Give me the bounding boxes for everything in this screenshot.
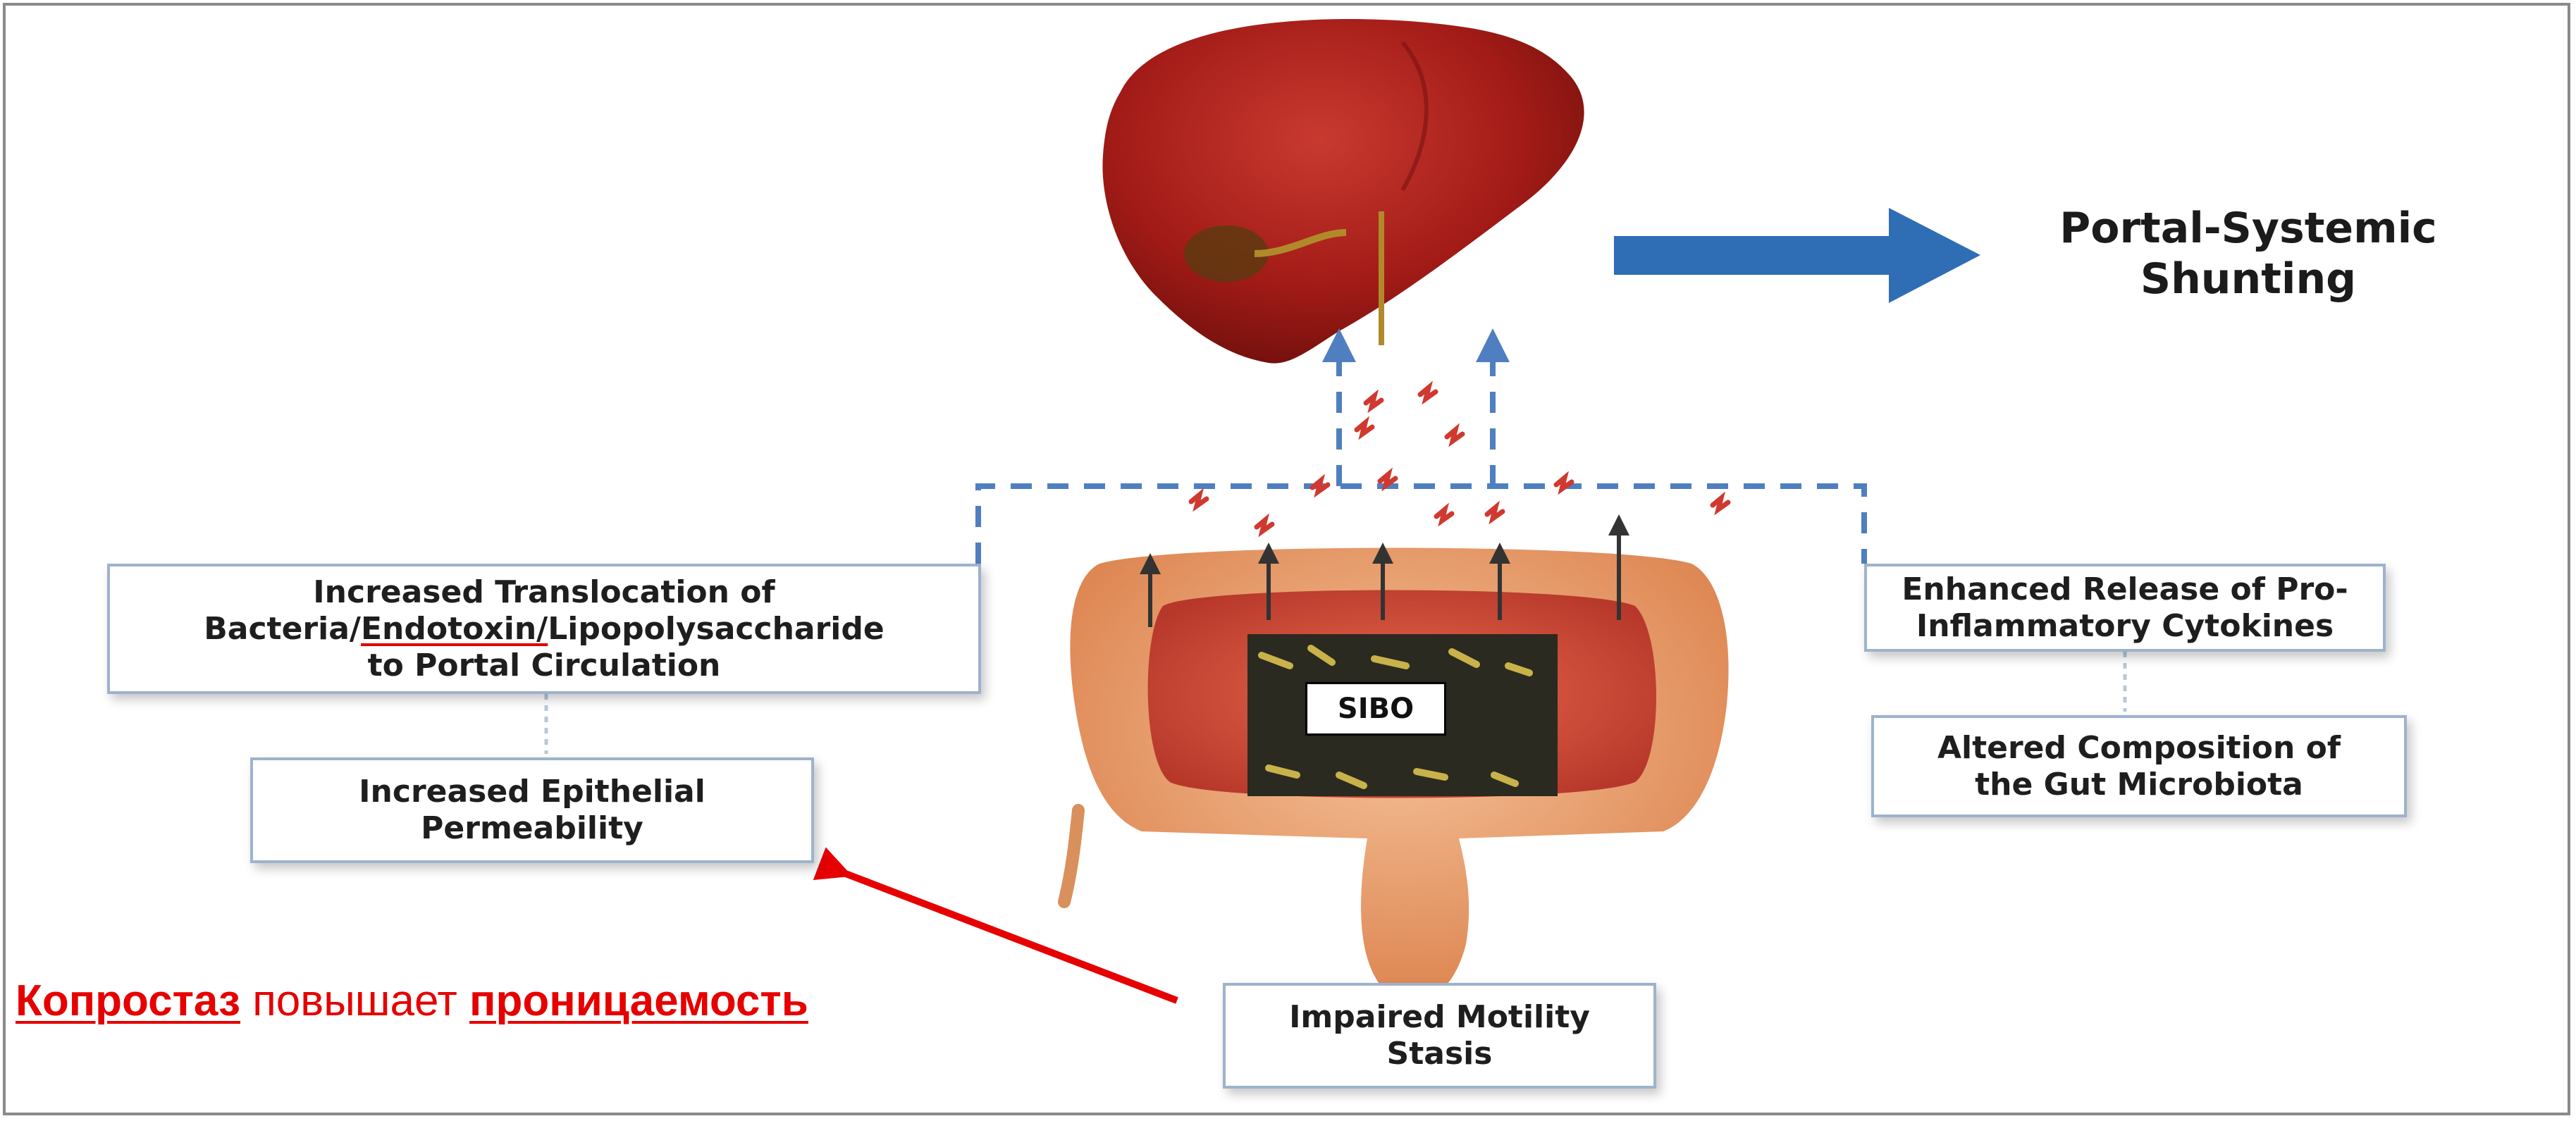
- motility-text: Impaired Motility Stasis: [1289, 999, 1590, 1072]
- motility-box: Impaired Motility Stasis: [1223, 983, 1656, 1089]
- annotation-text: Копростаз повышает проницаемость: [16, 976, 808, 1026]
- translocation-line-3: to Portal Circulation: [204, 648, 884, 684]
- sibo-label: SIBO: [1305, 682, 1446, 736]
- translocation-box: Increased Translocation of Bacteria/Endo…: [107, 564, 981, 694]
- annotation-word-coprostasis: Копростаз: [16, 977, 240, 1025]
- microbiota-text: Altered Composition of the Gut Microbiot…: [1937, 730, 2341, 803]
- dashed-connectors: [978, 345, 1864, 564]
- portal-systemic-shunting-label: Portal-Systemic Shunting: [1988, 203, 2509, 304]
- translocation-endotoxin: Endotoxin/: [361, 611, 548, 647]
- microbiota-box: Altered Composition of the Gut Microbiot…: [1871, 715, 2407, 817]
- translocation-line-1: Increased Translocation of: [204, 574, 884, 611]
- annotation-arrow: [846, 874, 1177, 1001]
- annotation-middle: повышает: [240, 977, 469, 1025]
- annotation-word-permeability: проницаемость: [469, 977, 808, 1025]
- intestine-illustration: [1064, 548, 1729, 1004]
- permeability-box: Increased Epithelial Permeability: [250, 757, 814, 863]
- liver-illustration: [1102, 19, 1584, 364]
- cytokines-text: Enhanced Release of Pro- Inflammatory Cy…: [1902, 571, 2348, 645]
- translocation-line-2: Bacteria/Endotoxin/Lipopolysaccharide: [204, 611, 884, 648]
- permeability-text: Increased Epithelial Permeability: [359, 774, 705, 847]
- endotoxin-particles: [1191, 388, 1728, 531]
- translocation-bacteria: Bacteria/: [204, 611, 361, 647]
- translocation-lps: Lipopolysaccharide: [548, 611, 885, 647]
- portal-shunt-arrow: [1614, 208, 1980, 303]
- cytokines-box: Enhanced Release of Pro- Inflammatory Cy…: [1864, 564, 2386, 652]
